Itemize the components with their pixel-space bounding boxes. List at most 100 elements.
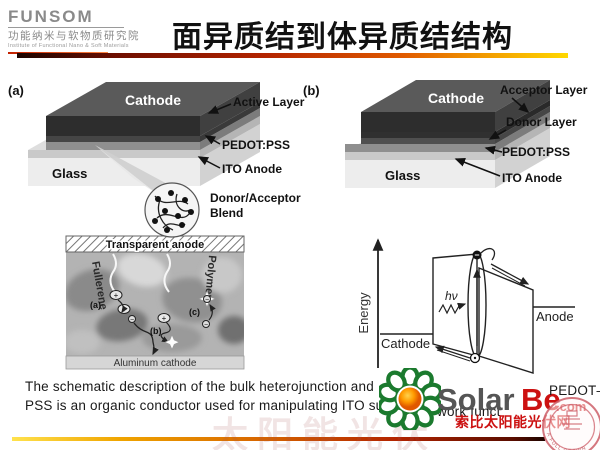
donor-front-face bbox=[361, 138, 495, 144]
caption-line1: The schematic description of the bulk he… bbox=[25, 379, 374, 394]
device-diagram-a: (a) Cathode Glass Donor/Acceptor Blend bbox=[8, 82, 305, 238]
process-c-marker: (c) bbox=[189, 307, 200, 317]
hole bbox=[469, 352, 481, 364]
caption-line1-tail: PEDOT– bbox=[549, 383, 600, 398]
donor-side-face bbox=[495, 106, 550, 144]
ito-arrow bbox=[454, 158, 501, 177]
transparent-anode-label: Transparent anode bbox=[106, 239, 204, 251]
ito-front-face bbox=[345, 152, 495, 160]
glass-front-face bbox=[28, 158, 200, 186]
blend-polymer-chains bbox=[154, 193, 191, 231]
cathode-label: Cathode bbox=[125, 92, 181, 108]
electron-path-to-cathode bbox=[133, 322, 159, 356]
charge-pair-c: − − bbox=[202, 295, 211, 329]
caption-line2-tail: work funct bbox=[437, 404, 501, 419]
title-gradient-rule bbox=[17, 53, 568, 58]
funsom-wordmark: FUNSOM bbox=[8, 7, 94, 26]
process-b-marker: (b) bbox=[150, 326, 162, 336]
funsom-chinese-name: 功能纳米与软物质研究院 bbox=[8, 30, 140, 42]
solarbe-flower-icon bbox=[379, 368, 441, 430]
acceptor-front-face bbox=[361, 132, 495, 138]
glass-side-face bbox=[200, 124, 260, 186]
active-layer-label: Active Layer bbox=[233, 95, 305, 109]
pedot-front-face bbox=[46, 142, 200, 150]
photon-label: hν bbox=[445, 289, 458, 303]
cathode-front-face bbox=[361, 112, 495, 132]
transparent-anode-bar bbox=[65, 235, 245, 253]
hop-arrow-c bbox=[208, 303, 216, 321]
svg-text:−: − bbox=[205, 297, 209, 304]
donor-arrow bbox=[488, 129, 507, 140]
aluminum-cathode-bar bbox=[65, 355, 245, 370]
glass-label: Glass bbox=[385, 168, 420, 183]
electron bbox=[472, 250, 482, 260]
funsom-logo: FUNSOM 功能纳米与软物质研究院 Institute of Function… bbox=[8, 8, 140, 54]
pedot-arrow bbox=[484, 145, 503, 155]
energy-axis-label: Energy bbox=[356, 292, 371, 334]
pedot-arrow bbox=[204, 135, 221, 145]
logo-divider bbox=[8, 27, 124, 28]
hole-arrow-double-line bbox=[436, 349, 471, 362]
panel-a-tag: (a) bbox=[8, 83, 24, 98]
svg-text:+: + bbox=[162, 314, 167, 323]
pedot-label: PEDOT:PSS bbox=[222, 138, 290, 152]
donor-label: Donor Layer bbox=[506, 115, 577, 129]
solarbe-chinese-name: 索比太阳能光伏网 bbox=[455, 414, 571, 430]
glass-label: Glass bbox=[52, 166, 87, 181]
svg-text:+: + bbox=[114, 291, 119, 300]
energy-band-diagram: Energy Cathode Anode hν bbox=[356, 238, 575, 374]
cathode-label: Cathode bbox=[381, 336, 430, 351]
caption-line2: PSS is an organic conductor used for man… bbox=[25, 398, 400, 413]
recombination-arrow-b bbox=[160, 321, 171, 343]
blend-label-line2: Blend bbox=[210, 206, 243, 220]
circular-seal-stamp: A FULL GROWN bbox=[542, 397, 600, 450]
bulk-heterojunction-schematic: Fullerene Polymer (a) + + − (b) + (c) − … bbox=[65, 235, 245, 370]
pedot-front-face bbox=[345, 144, 495, 152]
process-a-marker: (a) bbox=[90, 300, 101, 310]
cathode-top-face bbox=[46, 82, 260, 116]
active-layer-front-face bbox=[46, 136, 200, 142]
funsom-english-name: Institute of Functional Nano & Soft Mate… bbox=[8, 42, 129, 49]
svg-text:+: + bbox=[122, 305, 127, 314]
solarbe-wordmark-solar: Solar bbox=[437, 382, 515, 417]
recombination-flash-b bbox=[164, 334, 180, 351]
cathode-front-face bbox=[46, 116, 200, 136]
svg-text:−: − bbox=[204, 322, 208, 329]
blend-fullerene-dots bbox=[152, 190, 194, 233]
anode-label: Anode bbox=[536, 309, 574, 324]
ito-side-face bbox=[200, 116, 260, 158]
active-layer-arrow bbox=[207, 103, 232, 114]
hop-arrow-a bbox=[117, 299, 128, 313]
polymer-label: Polymer bbox=[202, 255, 218, 300]
acceptor-arrow bbox=[511, 97, 530, 113]
cathode-top-face bbox=[361, 80, 550, 112]
seal-emblem bbox=[562, 410, 582, 430]
ito-label: ITO Anode bbox=[222, 162, 282, 176]
hole-to-cathode-arrow bbox=[434, 345, 471, 359]
photon-zigzag bbox=[438, 302, 467, 315]
footer-gradient-rule bbox=[12, 437, 545, 441]
active-layer-side-face bbox=[200, 102, 260, 142]
glass-side-face bbox=[495, 128, 550, 188]
acceptor-label: Acceptor Layer bbox=[500, 83, 588, 97]
cathode-side-face bbox=[200, 82, 260, 136]
pedot-side-face bbox=[495, 112, 550, 152]
charge-b: + bbox=[157, 313, 171, 323]
page-title: 面异质结到体异质结结构 bbox=[172, 21, 513, 54]
ito-arrow bbox=[197, 156, 221, 169]
acceptor-side-face bbox=[495, 100, 550, 138]
ito-front-face bbox=[28, 150, 200, 158]
magnifier-cone-highlight bbox=[95, 145, 157, 194]
panel-b-tag: (b) bbox=[303, 83, 320, 98]
blend-label-line1: Donor/Acceptor bbox=[210, 191, 301, 205]
photon-wavy-line-right bbox=[163, 253, 171, 293]
electron-transfer-loop bbox=[480, 247, 496, 261]
svg-text:−: − bbox=[130, 317, 134, 324]
ito-side-face bbox=[495, 120, 550, 160]
electron-to-acceptor-arrow bbox=[490, 263, 530, 285]
acceptor-band bbox=[478, 266, 534, 374]
cathode-label: Cathode bbox=[428, 90, 484, 106]
electron-arrow-double-line bbox=[491, 267, 526, 287]
device-diagram-b: (b) Cathode Glass Acceptor Layer Donor L… bbox=[303, 80, 588, 188]
